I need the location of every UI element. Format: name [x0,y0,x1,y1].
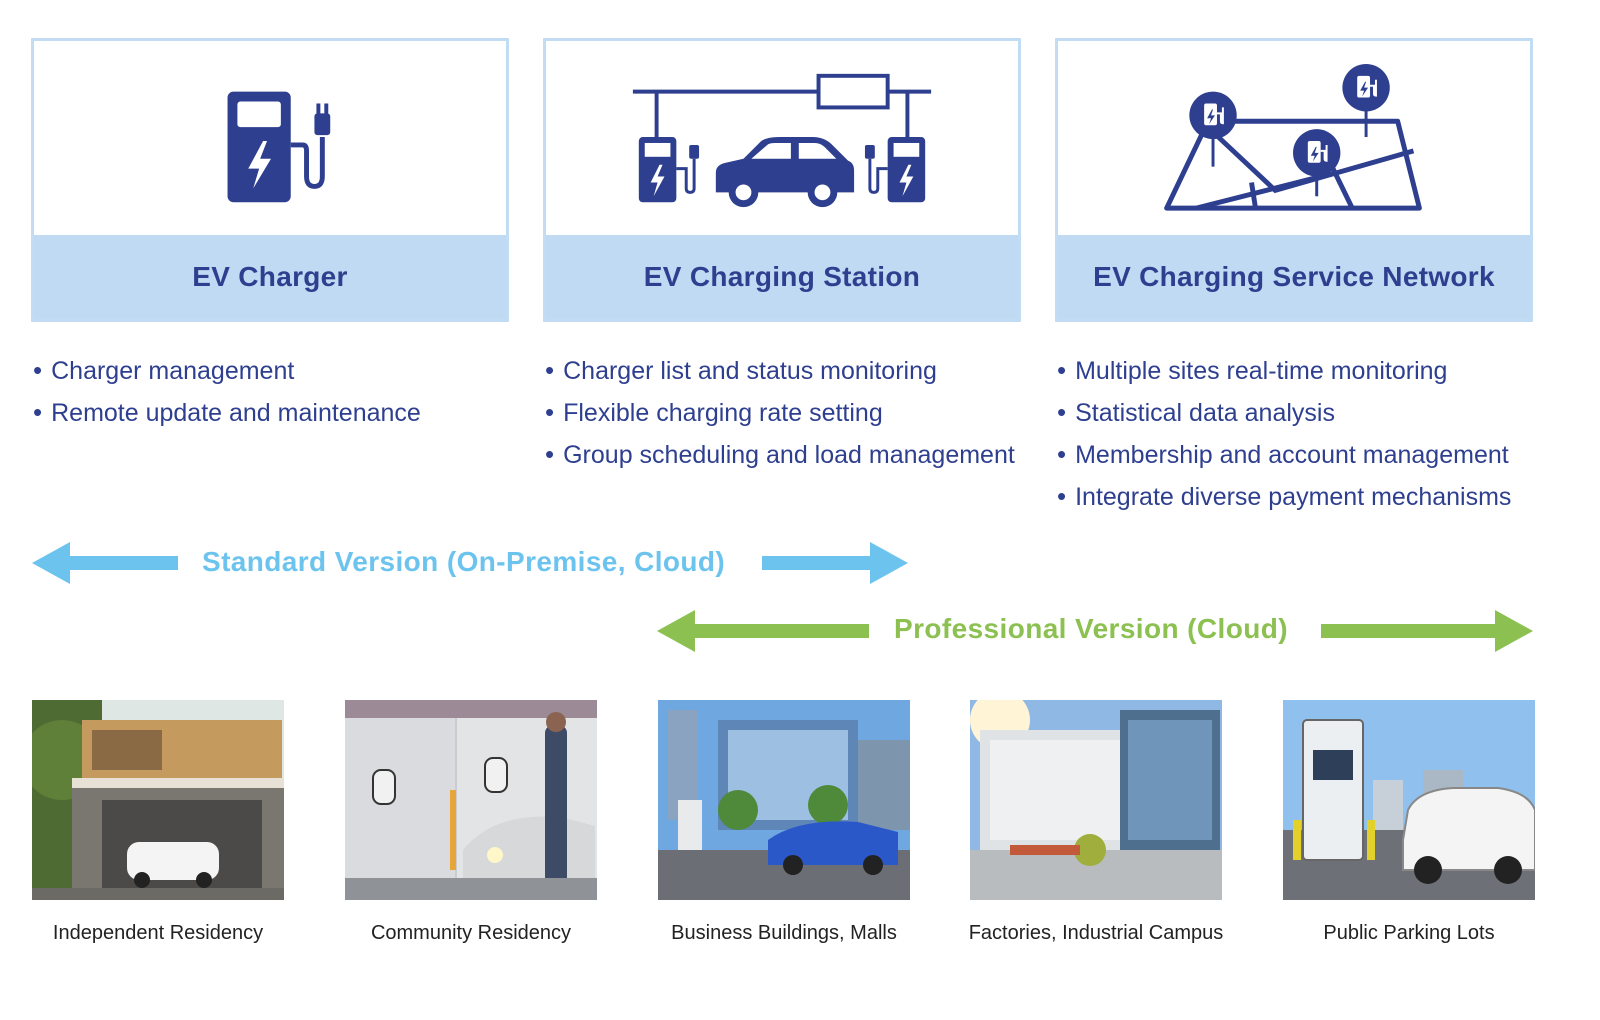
card-ev-charger: EV Charger [31,38,509,322]
feature-item: Remote update and maintenance [33,392,421,434]
card-ev-charging-station: EV Charging Station [543,38,1021,322]
professional-version-label: Professional Version (Cloud) [894,613,1288,644]
scenario-caption: Business Buildings, Malls [671,922,897,944]
standard-version-label: Standard Version (On-Premise, Cloud) [202,546,726,577]
factories-industrial-campus-photo [970,700,1222,900]
feature-item: Charger list and status monitoring [545,350,1015,392]
public-parking-lots-photo [1283,700,1535,900]
card-title: EV Charging Service Network [1058,235,1530,319]
feature-item: Flexible charging rate setting [545,392,1015,434]
professional-version-arrow [657,610,1533,652]
feature-item: Integrate diverse payment mechanisms [1057,476,1511,518]
feature-item: Charger management [33,350,421,392]
card-title: EV Charging Station [546,235,1018,319]
feature-item: Membership and account management [1057,434,1511,476]
ev-charging-station-feature-list: Charger list and status monitoring Flexi… [545,350,1015,476]
scenario-caption: Factories, Industrial Campus [968,922,1224,944]
card-title: EV Charger [34,235,506,319]
card-ev-charging-service-network: EV Charging Service Network [1055,38,1533,322]
business-buildings-photo [658,700,910,900]
standard-version-arrow [32,542,908,584]
independent-residency-photo [32,700,284,900]
community-residency-photo [345,700,597,900]
scenario-caption: Community Residency [370,922,572,944]
ev-charger-icon [227,91,331,203]
charging-station-icon [632,73,932,208]
ev-charger-feature-list: Charger management Remote update and mai… [33,350,421,434]
charging-network-map-icon [1164,63,1422,211]
scenario-caption: Public Parking Lots [1323,922,1495,944]
feature-item: Multiple sites real-time monitoring [1057,350,1511,392]
service-network-feature-list: Multiple sites real-time monitoring Stat… [1057,350,1511,518]
scenario-caption: Independent Residency [52,922,264,944]
feature-item: Statistical data analysis [1057,392,1511,434]
feature-item: Group scheduling and load management [545,434,1015,476]
